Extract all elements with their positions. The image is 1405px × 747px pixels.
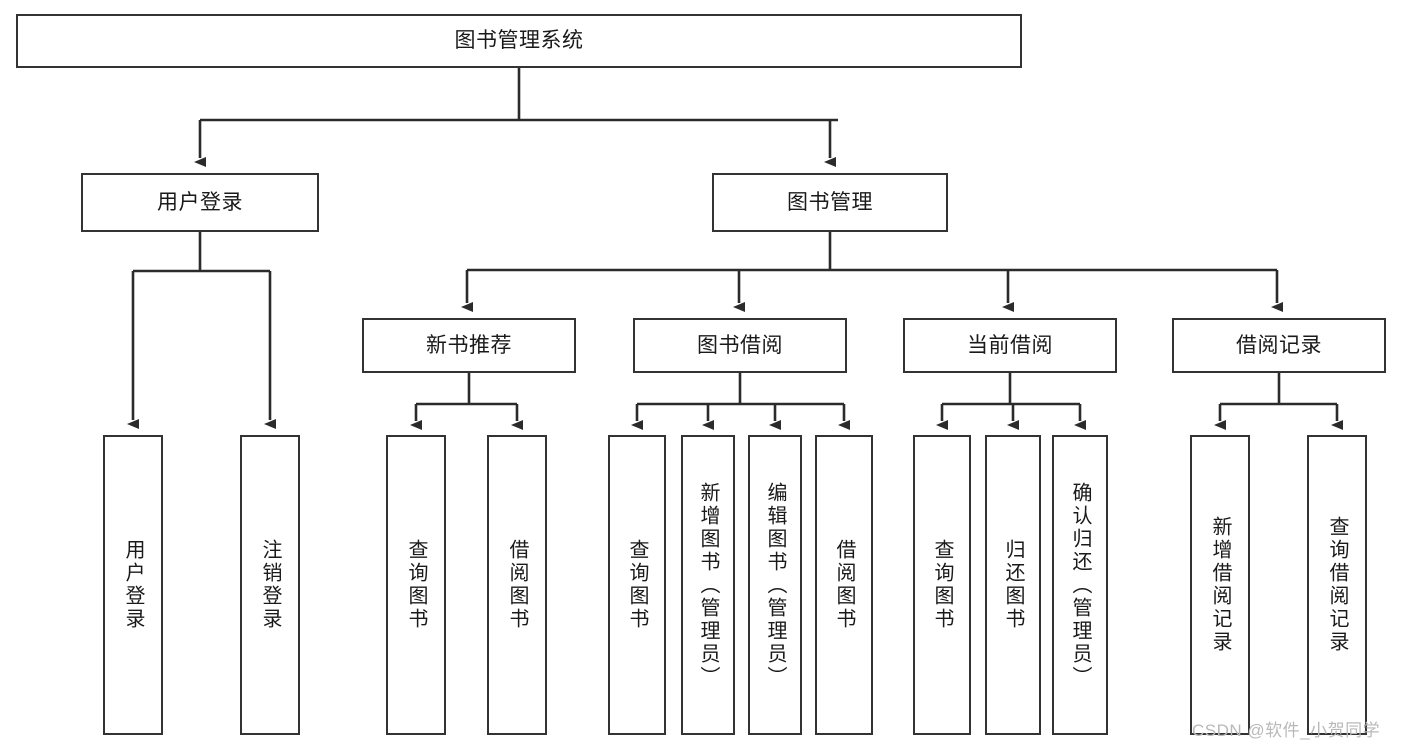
node-leaf-edit-book-label: 编辑图书（管理员） <box>764 481 786 689</box>
node-root[interactable]: 图书管理系统 <box>16 14 1022 68</box>
node-leaf-query-book-3[interactable]: 查询图书 <box>913 435 971 735</box>
node-new-book-recommend-label: 新书推荐 <box>426 333 512 357</box>
node-book-manage[interactable]: 图书管理 <box>712 173 948 232</box>
node-current-borrow-label: 当前借阅 <box>967 333 1053 357</box>
node-leaf-query-record[interactable]: 查询借阅记录 <box>1307 435 1367 735</box>
node-leaf-add-record-label: 新增借阅记录 <box>1209 516 1231 654</box>
node-leaf-logout[interactable]: 注销登录 <box>240 435 300 735</box>
node-leaf-query-book-3-label: 查询图书 <box>931 539 953 631</box>
node-current-borrow[interactable]: 当前借阅 <box>903 318 1117 373</box>
node-book-borrow[interactable]: 图书借阅 <box>633 318 847 373</box>
node-leaf-add-book-label: 新增图书（管理员） <box>697 481 719 689</box>
node-leaf-query-book-2-label: 查询图书 <box>626 539 648 631</box>
node-book-manage-label: 图书管理 <box>787 190 873 214</box>
node-leaf-user-login[interactable]: 用户登录 <box>103 435 163 735</box>
node-leaf-confirm-return[interactable]: 确认归还（管理员） <box>1052 435 1108 735</box>
node-borrow-record[interactable]: 借阅记录 <box>1172 318 1386 373</box>
node-borrow-record-label: 借阅记录 <box>1236 333 1322 357</box>
node-leaf-add-record[interactable]: 新增借阅记录 <box>1190 435 1250 735</box>
node-leaf-query-book-1-label: 查询图书 <box>405 539 427 631</box>
node-leaf-confirm-return-label: 确认归还（管理员） <box>1069 481 1091 689</box>
node-leaf-user-login-label: 用户登录 <box>122 539 144 631</box>
node-leaf-borrow-book-2-label: 借阅图书 <box>833 539 855 631</box>
node-user-login-label: 用户登录 <box>157 190 243 214</box>
node-leaf-borrow-book-2[interactable]: 借阅图书 <box>815 435 873 735</box>
node-leaf-return-book[interactable]: 归还图书 <box>985 435 1041 735</box>
node-leaf-borrow-book-1[interactable]: 借阅图书 <box>487 435 547 735</box>
node-root-label: 图书管理系统 <box>454 29 584 53</box>
node-leaf-query-book-1[interactable]: 查询图书 <box>386 435 446 735</box>
node-leaf-edit-book[interactable]: 编辑图书（管理员） <box>748 435 802 735</box>
node-leaf-return-book-label: 归还图书 <box>1002 539 1024 631</box>
node-book-borrow-label: 图书借阅 <box>697 333 783 357</box>
node-new-book-recommend[interactable]: 新书推荐 <box>362 318 576 373</box>
node-user-login[interactable]: 用户登录 <box>81 173 319 232</box>
node-leaf-query-book-2[interactable]: 查询图书 <box>608 435 666 735</box>
node-leaf-add-book[interactable]: 新增图书（管理员） <box>681 435 735 735</box>
csdn-watermark: CSDN @软件_小贺同学 <box>1192 721 1381 740</box>
node-leaf-logout-label: 注销登录 <box>259 539 281 631</box>
node-leaf-borrow-book-1-label: 借阅图书 <box>506 539 528 631</box>
node-leaf-query-record-label: 查询借阅记录 <box>1326 516 1348 654</box>
